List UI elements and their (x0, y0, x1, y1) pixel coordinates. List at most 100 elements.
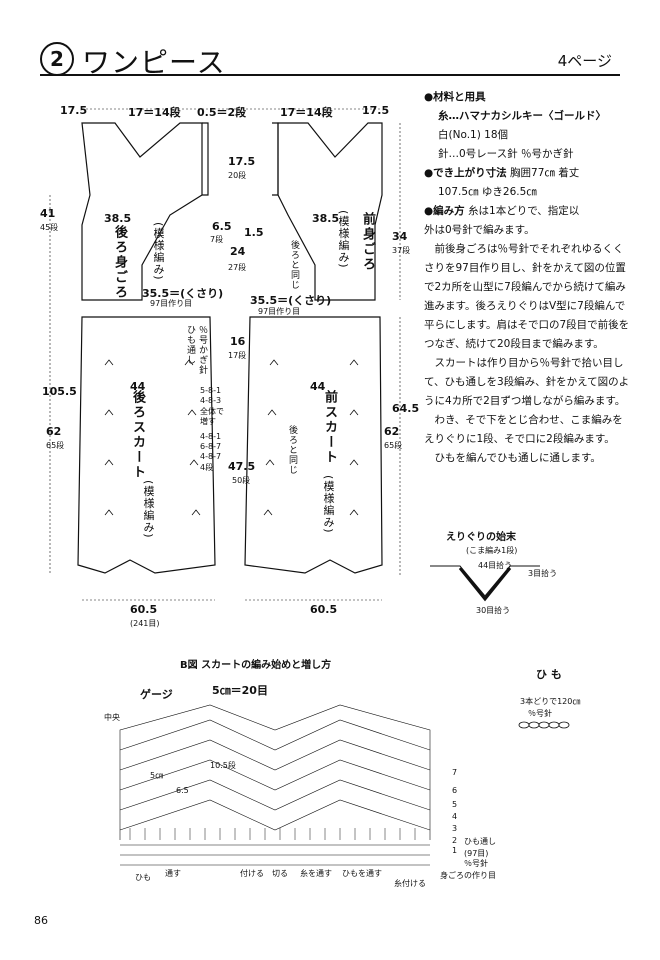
cord-title: ひ も (536, 668, 562, 681)
gauge-vert: 10.5段 (210, 761, 236, 770)
dim-1-5: 1.5 (244, 226, 264, 239)
back-bodice-outline (81, 122, 203, 301)
dim-top-05: 0.5＝2段 (197, 106, 247, 119)
row-mark-7: 7 (452, 768, 458, 777)
center-label: 中央 (104, 713, 120, 722)
front-skirt-outline (244, 316, 383, 574)
dim-44: 44 (130, 380, 146, 393)
yarn-line-2: 白(No.1) 18個 (438, 129, 509, 141)
title-underline (40, 74, 620, 76)
instruction-paragraph-1: 前後身ごろは％号針でそれぞれゆるくくさりを97目作り目し、針をかえて図の位置で2… (424, 243, 630, 350)
label-back-skirt-pattern: (模様編み) (142, 480, 155, 539)
dim-top-left: 17.5 (60, 104, 88, 117)
title-row: 2 ワンピース 4ページ (40, 40, 620, 79)
dim-60-5: 60.5 (130, 603, 158, 616)
dim-64-5: 64.5 (392, 402, 420, 415)
label-needle-note: ％号かぎ針 (197, 325, 207, 375)
neck-finish-sub: (こま編み1段) (466, 546, 518, 555)
label-back-bodice: 後ろ身ごろ (112, 225, 127, 300)
gauge-value: 5㎝＝20目 (212, 684, 268, 697)
dim-41: 41 (40, 207, 56, 220)
inc-1: 5-8-1 (200, 386, 222, 395)
dim-34: 34 (392, 230, 408, 243)
row-mark-4: 4 (452, 812, 458, 821)
dim-top-17-right: 17＝14段 (280, 106, 333, 119)
dim-241: (241目) (130, 619, 160, 628)
gauge-6-5: 6.5 (176, 786, 189, 795)
bottom-label-cord: ひも (135, 873, 151, 882)
instruction-paragraph-2: スカートは作り目から％号針で拾い目して、ひも通しを3段編み、針をかえて図のように… (424, 357, 630, 407)
neck-finish-title: えりぐりの始末 (446, 532, 516, 543)
dim-6-5: 6.5 (212, 220, 232, 233)
row-mark-2: 2 (452, 836, 458, 845)
label-tie-hole: ひも通し (185, 325, 195, 365)
dim-97-front: 97目作り目 (258, 307, 301, 316)
dim-45: 45段 (40, 223, 59, 232)
label-back-skirt: 後ろスカート (130, 390, 145, 480)
method-line-2: 外は0号針で編みます。 (424, 224, 535, 236)
row-mark-1: 1 (452, 846, 458, 855)
instruction-paragraph-4: ひもを編んでひも通しに通します。 (434, 452, 601, 464)
dim-97: 97目作り目 (150, 299, 193, 308)
neck-finish-diagram (430, 565, 540, 602)
back-skirt-outline (77, 316, 216, 574)
size-heading: ●でき上がり寸法 (424, 167, 507, 179)
label-same-as-back-bodice: 後ろと同じ (289, 240, 299, 290)
inc-4: 増す (200, 417, 216, 426)
label-same-as-back: 後ろと同じ (287, 425, 297, 475)
label-front-pattern: (模様編み) (337, 210, 350, 269)
foundation-label: 身ごろの作り目 (440, 871, 496, 880)
needle-label: ％号針 (464, 859, 488, 868)
instruction-paragraph-3: わき、そで下をとじ合わせ、こま編みをえりぐりに1段、そで口に2段編みます。 (424, 414, 623, 445)
neck-label-3: 3目拾う (528, 569, 558, 578)
dim-16: 16 (230, 335, 246, 348)
bottom-label-pass: 通す (165, 869, 181, 878)
row-mark-6: 6 (452, 786, 458, 795)
page-number: 86 (34, 914, 48, 927)
inc-5: 4-8-1 (200, 432, 222, 441)
dim-35-5: 35.5＝(くさり) (142, 287, 224, 300)
materials-heading: ●材料と用具 (424, 91, 486, 103)
label-front-bodice: 前身ごろ (360, 212, 375, 272)
inc-3: 全体で (200, 407, 224, 416)
neck-label-44: 44目拾う (478, 561, 513, 570)
skirt-stitch-chart (119, 704, 431, 866)
gauge-5cm: 5㎝ (150, 771, 164, 780)
dim-38-5-front: 38.5 (312, 212, 340, 225)
method-heading: ●編み方 (424, 205, 465, 217)
bottom-label-join: 糸付ける (394, 879, 426, 888)
bottom-label-thread: 糸を通す (300, 869, 332, 878)
dim-62-front: 62 (384, 425, 400, 438)
method-line-1: 糸は1本どりで、指定以 (468, 205, 580, 217)
stitch-97-label: (97目) (464, 849, 489, 858)
bottom-label-attach: 付ける (240, 869, 264, 878)
inc-2: 4-8-3 (200, 396, 222, 405)
row-mark-5: 5 (452, 800, 458, 809)
dim-65: 65段 (46, 441, 65, 450)
dim-35-5-front: 35.5＝(くさり) (250, 294, 332, 307)
dim-47-5: 47.5 (228, 460, 256, 473)
dim-17-5: 17.5 (228, 155, 256, 168)
dim-7-rows: 7段 (210, 235, 224, 244)
instructions-panel: ●材料と用具 糸…ハマナカシルキー〈ゴールド〉 白(No.1) 18個 針…0号… (424, 88, 630, 468)
dim-62: 62 (46, 425, 62, 438)
dim-60-5-front: 60.5 (310, 603, 338, 616)
title-number-badge: 2 (40, 42, 74, 76)
size-line-2: 107.5㎝ ゆき26.5㎝ (438, 186, 537, 198)
yarn-line-1: 糸…ハマナカシルキー〈ゴールド〉 (438, 110, 606, 122)
inc-6: 6-8-7 (200, 442, 222, 451)
row-mark-3: 3 (452, 824, 458, 833)
dim-top-right: 17.5 (362, 104, 390, 117)
label-back-pattern: (模様編み) (152, 222, 165, 281)
label-front-skirt: 前スカート (322, 390, 337, 465)
size-line-1: 胸囲77㎝ 着丈 (510, 167, 580, 179)
cord-chain-diagram (518, 721, 570, 729)
dim-44-front: 44 (310, 380, 326, 393)
front-bodice-outline (277, 122, 383, 301)
dim-65-front: 65段 (384, 441, 403, 450)
dim-27: 27段 (228, 263, 247, 272)
cord-line-1: 3本どりで120㎝ (520, 697, 581, 706)
needle-line: 針…0号レース針 ％号かぎ針 (438, 148, 574, 160)
gauge-label: ゲージ (140, 688, 173, 701)
cord-line-2: ％号針 (528, 709, 552, 718)
